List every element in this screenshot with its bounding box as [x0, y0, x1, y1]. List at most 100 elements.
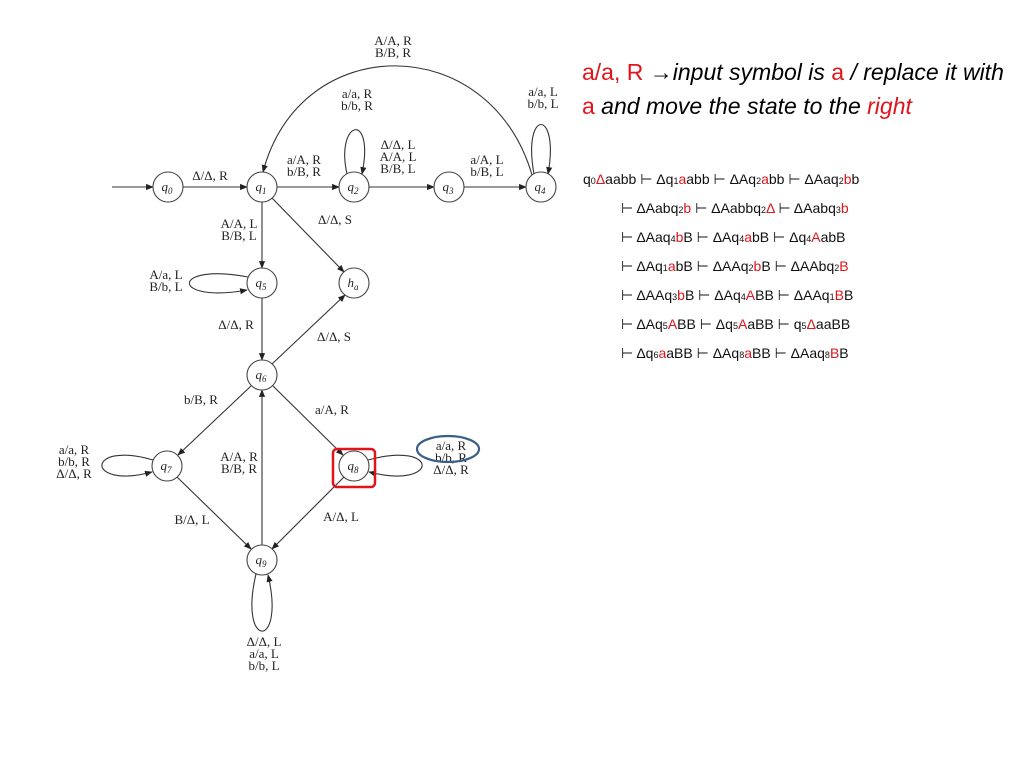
trace-token: a: [678, 171, 687, 187]
state-label: q4: [535, 179, 547, 196]
explanation-symbol-1: a: [831, 59, 845, 85]
state-circle: [338, 171, 370, 203]
trace-token: B: [843, 287, 854, 303]
state-circle: [338, 267, 370, 299]
trace-token: b: [683, 200, 692, 216]
state-q2: q2: [338, 171, 370, 203]
trace-token: 4: [740, 292, 746, 302]
trace-token: 2: [838, 176, 844, 186]
state-label: q1: [256, 179, 267, 196]
edge-q6-q7: [177, 385, 252, 456]
state-label: q5: [256, 275, 268, 292]
trace-token: 2: [678, 205, 684, 215]
state-circle: [246, 544, 278, 576]
state-label: q7: [161, 458, 173, 475]
state-circle: [246, 171, 278, 203]
trace-token: B: [839, 345, 849, 361]
trace-token: B ⊢ ΔAq: [684, 287, 741, 303]
state-circle: [338, 450, 370, 482]
state-ha: ha: [338, 267, 370, 299]
trace-token: ⊢ Δq: [621, 345, 654, 361]
edge-q1-ha: [271, 197, 345, 273]
arrow-icon: →: [649, 59, 673, 85]
explanation-part-1: input symbol is: [672, 59, 832, 85]
trace-token: 2: [748, 263, 754, 273]
trace-token: bB ⊢ Δq: [752, 229, 807, 245]
trace-token: ⊢ ΔAabbq: [691, 200, 761, 216]
trace-token: BB ⊢ ΔAAq: [755, 287, 830, 303]
state-label: q0: [162, 179, 174, 196]
trace-token: 2: [761, 205, 767, 215]
state-q7: q7: [151, 450, 183, 482]
state-circle: [433, 171, 465, 203]
edge-q4-q1: [261, 65, 533, 176]
trace-token: 3: [672, 292, 678, 302]
trace-token: B: [834, 287, 844, 303]
trace-token: ⊢ ΔAabq: [774, 200, 836, 216]
state-q3: q3: [433, 171, 465, 203]
highlight-ellipse-q8-rule: [415, 434, 481, 464]
edge-label-q5-q6: Δ/Δ, R: [218, 317, 254, 332]
trace-token: BB ⊢ Δq: [677, 316, 733, 332]
state-q8: q8: [338, 450, 370, 482]
trace-token: Δ: [595, 171, 606, 187]
trace-token: Δ: [766, 200, 775, 216]
trace-token: b: [840, 200, 849, 216]
trace-token: 4: [670, 234, 676, 244]
edge-q4-loop: [531, 123, 553, 175]
transition-edges: [101, 65, 553, 632]
edge-q5-loop: [189, 273, 249, 295]
trace-token: ⊢ ΔAabq: [621, 200, 679, 216]
edge-q7-q9: [176, 476, 252, 550]
trace-token: A: [811, 229, 821, 245]
trace-token: 0: [590, 176, 596, 186]
edge-q6-ha: [271, 294, 346, 365]
state-label: q2: [348, 179, 360, 196]
explanation-part-2: / replace it with: [844, 59, 1004, 85]
trace-token: a: [744, 345, 752, 361]
trace-token: ⊢ ΔAq: [621, 316, 663, 332]
state-label: q8: [348, 458, 360, 475]
trace-token: B: [839, 258, 849, 274]
state-q5: q5: [246, 267, 278, 299]
trace-row: ⊢ ΔAaq4bB ⊢ ΔAq4abB ⊢ Δq4AabB: [583, 226, 1018, 255]
trace-token: 4: [806, 234, 812, 244]
trace-token: abb ⊢ ΔAq: [686, 171, 757, 187]
trace-token: aaBB: [815, 316, 851, 332]
state-circle: [525, 171, 557, 203]
trace-token: b: [843, 171, 852, 187]
computation-trace: q0Δaabb ⊢ Δq1aabb ⊢ ΔAq2abb ⊢ ΔAaq2bb⊢ Δ…: [583, 168, 1018, 371]
edge-label-q6-ha: Δ/Δ, S: [317, 329, 351, 344]
trace-token: b: [675, 229, 684, 245]
trace-token: 5: [662, 321, 668, 331]
edge-q9-loop: [251, 573, 273, 632]
trace-row: q0Δaabb ⊢ Δq1aabb ⊢ ΔAq2abb ⊢ ΔAaq2bb: [583, 168, 1018, 197]
trace-token: aBB ⊢ ΔAq: [666, 345, 740, 361]
trace-token: a: [658, 345, 667, 361]
trace-token: A: [667, 316, 678, 332]
trace-token: 1: [829, 292, 835, 302]
trace-token: 4: [739, 234, 745, 244]
trace-token: q: [583, 171, 591, 187]
trace-token: A: [745, 287, 756, 303]
trace-token: 8: [824, 350, 830, 360]
edge-label-q0-q1: Δ/Δ, R: [192, 168, 228, 183]
trace-row: ⊢ ΔAabq2b ⊢ ΔAabbq2Δ ⊢ ΔAabq3b: [583, 197, 1018, 226]
edge-label-q8-q9: A/Δ, L: [323, 509, 359, 524]
state-label: q6: [256, 367, 268, 384]
explanation-symbol-2: a: [582, 93, 595, 119]
explanation-part-3: and move the state to the: [594, 93, 868, 119]
edge-label-q6-q7: b/B, R: [184, 392, 218, 407]
state-label: q3: [443, 179, 455, 196]
trace-token: bb ⊢ ΔAaq: [768, 171, 839, 187]
edge-q7-loop: [101, 454, 154, 477]
trace-token: 5: [732, 321, 738, 331]
trace-row: ⊢ ΔAq1abB ⊢ ΔAAq2bB ⊢ ΔAAbq2B: [583, 255, 1018, 284]
trace-token: 1: [662, 263, 668, 273]
